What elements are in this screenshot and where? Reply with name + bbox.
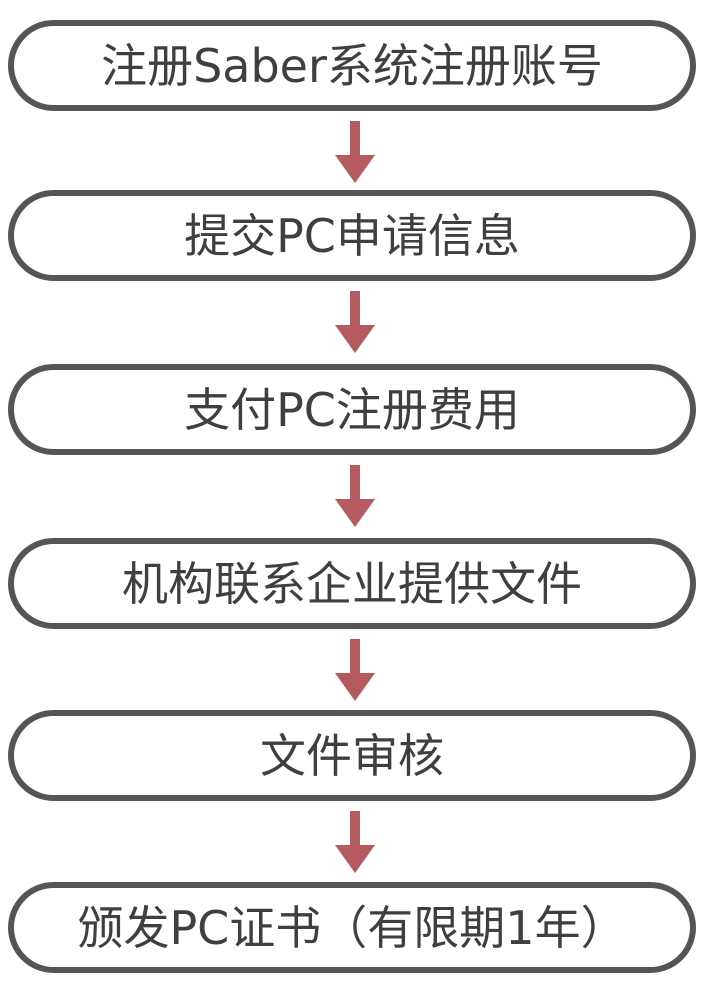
flow-arrow-2-icon: [331, 291, 379, 353]
flow-arrow-3-icon: [331, 465, 379, 527]
step-label-5: 文件审核: [260, 728, 444, 783]
step-label-4: 机构联系企业提供文件: [122, 556, 582, 611]
step-box-3: 支付PC注册费用: [8, 364, 696, 455]
step-box-4: 机构联系企业提供文件: [8, 538, 696, 629]
flow-arrow-5-icon: [331, 811, 379, 873]
step-box-6: 颁发PC证书（有限期1年）: [8, 882, 696, 973]
step-label-2: 提交PC申请信息: [184, 208, 520, 263]
flow-arrow-1-icon: [331, 121, 379, 183]
step-box-5: 文件审核: [8, 710, 696, 801]
step-label-6: 颁发PC证书（有限期1年）: [77, 900, 627, 955]
step-label-1: 注册Saber系统注册账号: [101, 38, 603, 93]
step-label-3: 支付PC注册费用: [184, 382, 520, 437]
step-box-1: 注册Saber系统注册账号: [8, 20, 696, 111]
step-box-2: 提交PC申请信息: [8, 190, 696, 281]
flow-arrow-4-icon: [331, 639, 379, 701]
